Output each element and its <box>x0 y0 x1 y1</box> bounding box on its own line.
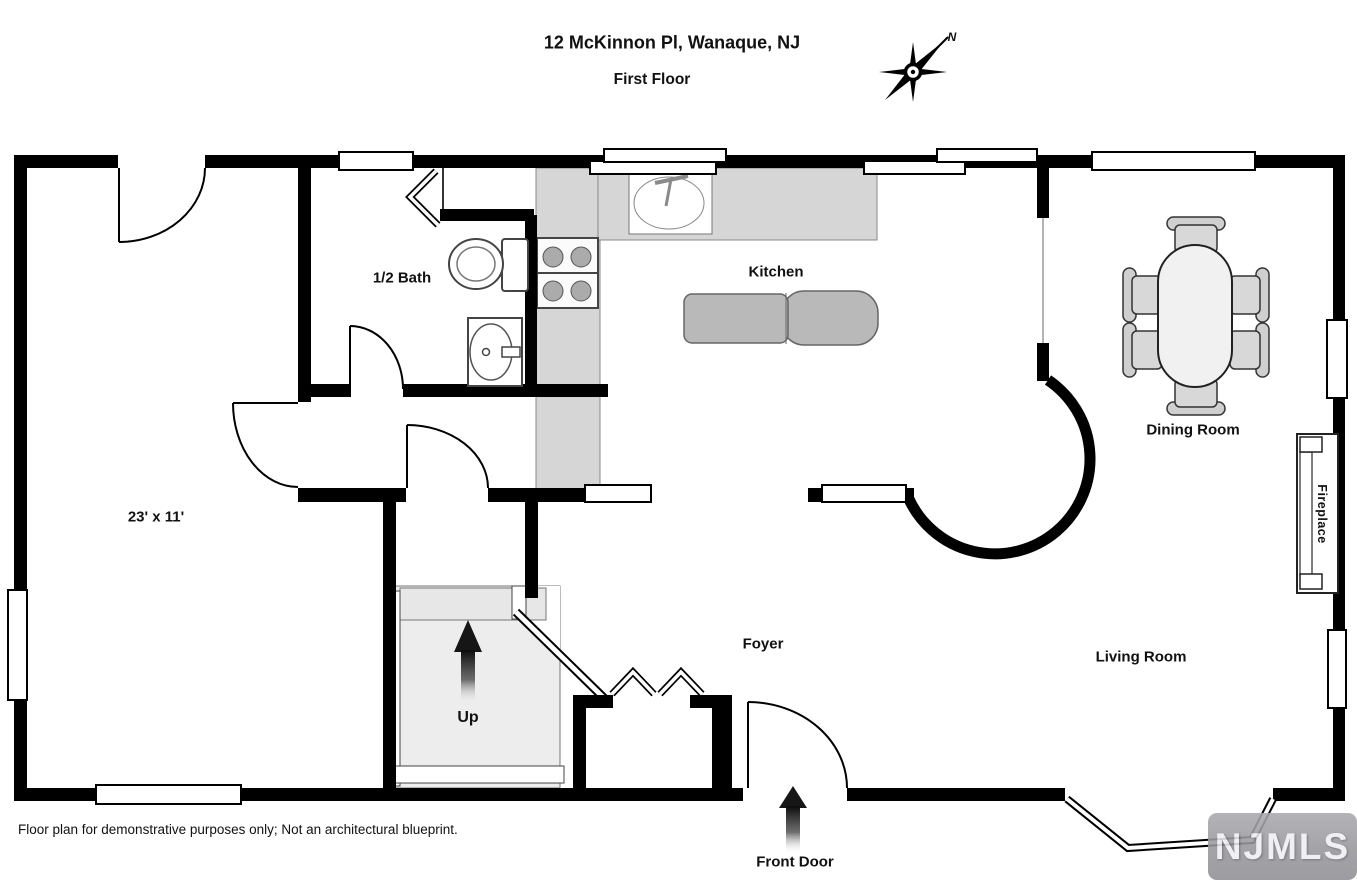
room-dimensions-label: 23' x 11' <box>127 508 185 526</box>
front-door-label: Front Door <box>756 853 834 871</box>
fireplace-icon <box>1296 433 1339 594</box>
njmls-watermark: NJMLS <box>1208 813 1357 880</box>
door-swings <box>118 167 848 789</box>
kitchen-counter <box>535 167 878 501</box>
stove-icon <box>536 237 599 309</box>
room-label-dining: Dining Room <box>1146 421 1240 439</box>
room-label-half-bath: 1/2 Bath <box>372 269 432 287</box>
room-label-living: Living Room <box>1095 648 1187 666</box>
folding-doors <box>405 168 705 697</box>
compass-icon <box>879 36 949 102</box>
dining-table-set <box>1122 216 1270 416</box>
compass-north-label: N <box>947 30 957 44</box>
room-label-foyer: Foyer <box>742 635 784 653</box>
up-arrow-icon <box>454 620 482 704</box>
walls <box>14 155 1345 801</box>
page-title: 12 McKinnon Pl, Wanaque, NJ <box>543 32 801 53</box>
windows <box>7 148 1348 805</box>
njmls-watermark-text: NJMLS <box>1214 825 1351 867</box>
curved-wall <box>902 375 1096 560</box>
front-door-arrow-icon <box>779 786 807 854</box>
disclaimer-text: Floor plan for demonstrative purposes on… <box>18 822 458 837</box>
toilet-icon <box>448 238 529 292</box>
front-door-swing <box>747 701 848 789</box>
bathroom-sink-icon <box>467 317 523 387</box>
room-label-kitchen: Kitchen <box>748 263 804 281</box>
kitchen-island <box>683 290 879 346</box>
fireplace-label: Fireplace <box>1315 484 1329 544</box>
stairs-up-label: Up <box>457 709 479 726</box>
floor-subtitle: First Floor <box>613 71 691 88</box>
kitchen-sink-icon <box>628 171 713 235</box>
